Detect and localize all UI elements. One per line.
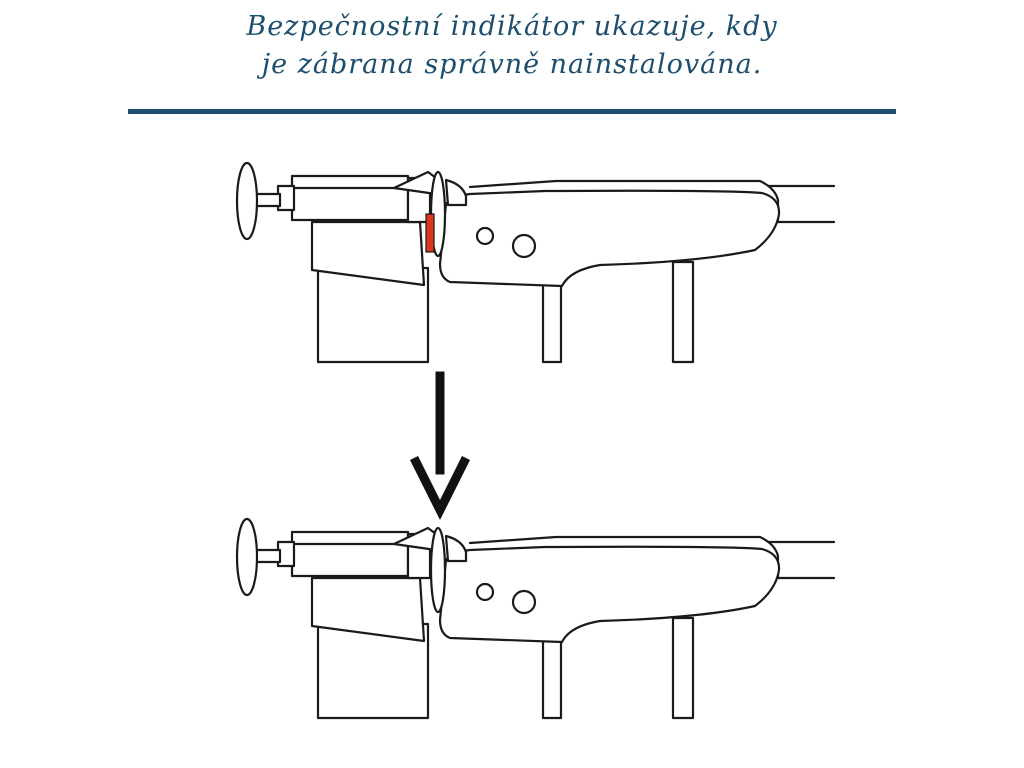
- safety-indicator-red: [425, 213, 435, 253]
- gate-mount-after: [235, 517, 836, 720]
- divider-rule: [128, 109, 896, 114]
- instruction-caption: Bezpečnostní indikátor ukazuje, kdy je z…: [0, 8, 1024, 84]
- arrow-down-icon: [409, 371, 471, 521]
- caption-line-1: Bezpečnostní indikátor ukazuje, kdy: [246, 11, 778, 42]
- gate-mount-before: [235, 161, 836, 364]
- caption-line-2: je zábrana správně nainstalována.: [261, 49, 763, 80]
